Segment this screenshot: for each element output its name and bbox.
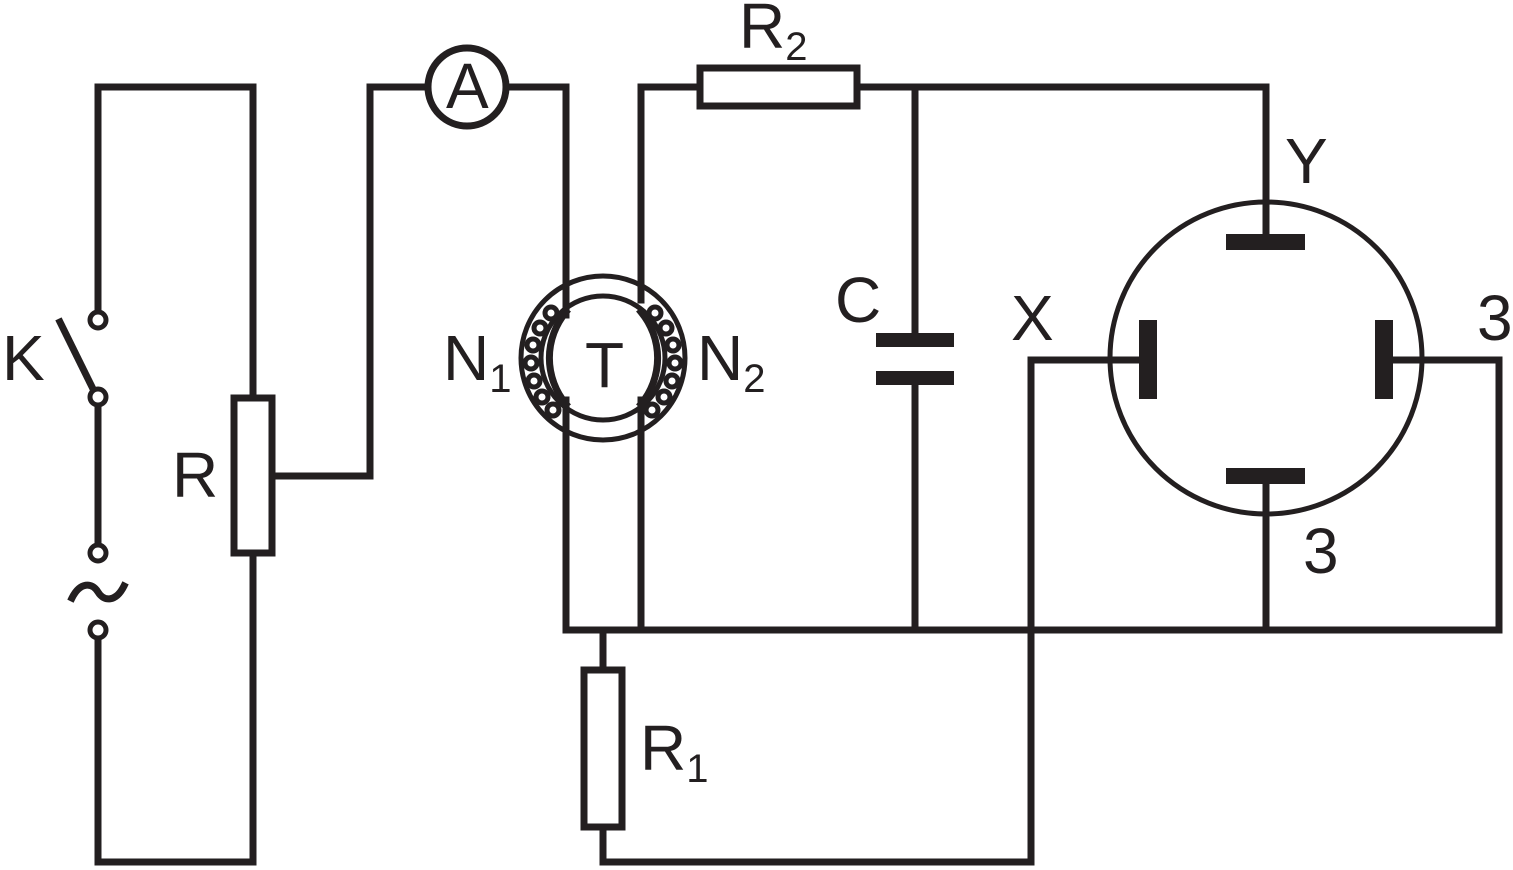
plate-y [1226,234,1305,250]
label-capacitor: C [835,264,881,336]
wire-right-ground [1416,356,1503,634]
resistor-r2-body [696,64,861,110]
label-ammeter: A [446,50,489,122]
label-deflection-x: X [1011,282,1054,354]
integrator-circuit [637,64,1270,634]
wire-left-bottom [94,549,257,866]
source-terminal-top [87,542,109,564]
label-rheostat: R [172,439,218,511]
source-terminal-bottom [87,619,109,641]
wire-left-top [94,83,257,402]
label-switch: K [2,322,45,394]
wire-secondary-top [637,83,704,304]
ammeter-circle [424,44,510,130]
common-bus [562,356,1503,866]
wire-rheostat-wiper [268,83,432,480]
plate-bottom [1226,468,1305,484]
label-ground-bottom: 3 [1303,515,1339,587]
toroid-inner-ring [538,293,668,423]
switch-terminal-top [87,309,109,331]
rheostat-body [230,394,276,557]
wire-r1-to-x [599,356,1117,866]
label-resistor-r2: R2 [739,0,807,69]
label-ground-right: 3 [1477,282,1513,354]
label-secondary-winding: N2 [697,322,765,401]
secondary-winding-coil [636,304,684,419]
wire-r2-to-y [853,83,1270,242]
transformer [518,273,688,634]
primary-winding-coil [522,304,571,419]
ac-source-icon [67,581,129,603]
resistor-r1-body [580,666,626,831]
capacitor-plate-bottom [876,371,954,385]
label-toroid-core: T [585,329,624,401]
source-loop [55,83,432,866]
labels: K R A T N1 N2 R2 R1 C X Y 3 3 [2,0,1513,791]
wire-ammeter-to-primary [503,83,570,319]
ammeter [424,44,570,319]
switch-blade [55,317,100,398]
oscilloscope-tube [1107,199,1425,517]
label-resistor-r1: R1 [640,712,708,791]
label-primary-winding: N1 [443,322,511,401]
capacitor-plate-top [876,333,954,347]
switch-terminal-bottom [87,386,109,408]
label-deflection-y: Y [1285,125,1328,197]
toroid-outer-ring [518,273,688,443]
